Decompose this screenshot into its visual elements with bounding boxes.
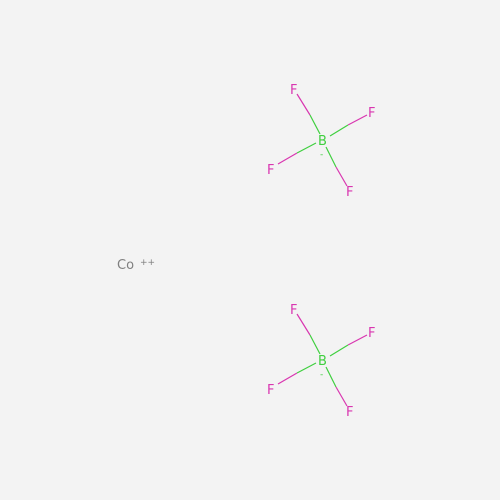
tetrafluoroborate-anion-2: B - F F F F (267, 303, 375, 420)
bond-b-f-4 (325, 366, 348, 407)
fluorine-symbol: F (290, 303, 297, 318)
bond-b-f-3 (277, 142, 317, 165)
bond-b-f-3 (277, 362, 317, 385)
fluorine-symbol: F (346, 405, 353, 420)
cobalt-cation: Co ++ (117, 258, 155, 273)
fluorine-symbol: F (368, 106, 375, 121)
fluorine-symbol: F (368, 326, 375, 341)
fluorine-symbol: F (267, 163, 274, 178)
tetrafluoroborate-anion-1: B - F F F F (267, 83, 375, 200)
boron-symbol: B (318, 134, 327, 149)
cobalt-charge: ++ (140, 258, 155, 268)
boron-charge: - (320, 370, 323, 380)
boron-symbol: B (318, 354, 327, 369)
bond-b-f-2 (329, 114, 368, 137)
bond-b-f-2 (329, 334, 368, 357)
fluorine-symbol: F (290, 83, 297, 98)
bond-b-f-1 (296, 93, 321, 135)
fluorine-symbol: F (267, 383, 274, 398)
fluorine-symbol: F (346, 185, 353, 200)
boron-charge: - (320, 150, 323, 160)
cobalt-symbol: Co (117, 258, 134, 273)
bond-b-f-4 (325, 146, 348, 187)
bond-b-f-1 (296, 313, 321, 355)
